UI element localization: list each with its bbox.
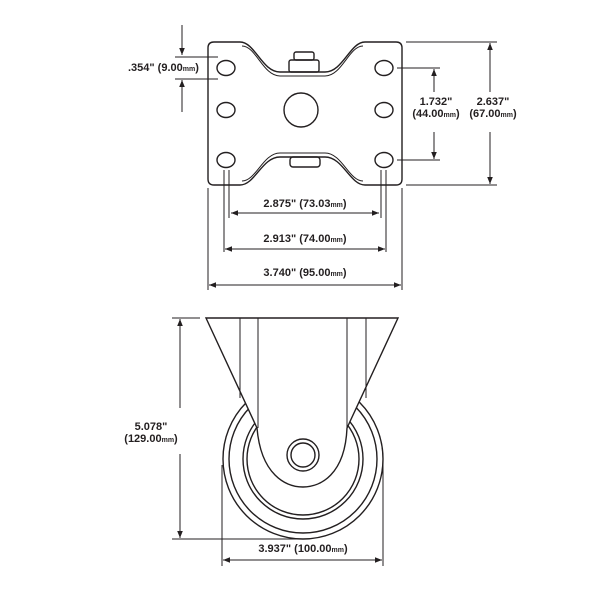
mm-value: 73.03 [302, 198, 331, 210]
caster-dimension-lines [172, 317, 384, 566]
inch-value: 2.875" [263, 198, 297, 210]
unit: mm [161, 437, 175, 444]
plate-height-label: 2.637"(67.00mm) [469, 96, 517, 120]
mm-value: 129.00 [127, 433, 162, 445]
unit: mm [330, 271, 343, 278]
unit: mm [500, 112, 513, 119]
hole-spacing-inner-label: 2.875" (73.03mm) [263, 198, 347, 210]
mm-value: 74.00 [302, 233, 331, 245]
axle-hub [286, 438, 320, 472]
plate-dimension-lines [175, 25, 497, 290]
wheel-dia-label: 3.937" (100.00mm) [258, 543, 348, 555]
inch-value: 3.740" [263, 267, 297, 279]
inch-value: 3.937" [258, 543, 292, 555]
inch-value: 1.732" [419, 96, 453, 108]
inch-value: .354" [128, 62, 155, 74]
unit: mm [443, 112, 456, 119]
unit: mm [330, 202, 343, 209]
mm-value: 67.00 [473, 108, 501, 120]
tab [289, 156, 321, 168]
fork-bracket [204, 317, 400, 488]
center-hole [283, 92, 319, 128]
mm-value: 100.00 [297, 543, 332, 555]
inch-value: 2.637" [476, 96, 510, 108]
hole-spacing-v-label: 1.732"(44.00mm) [412, 96, 460, 120]
nut [288, 59, 320, 73]
hole-spacing-outer-label: 2.913" (74.00mm) [263, 233, 347, 245]
top-plate [207, 41, 403, 186]
unit: mm [182, 66, 196, 73]
hole-dia-label: .354" (9.00mm) [128, 62, 199, 74]
unit: mm [331, 547, 344, 554]
mm-value: 95.00 [302, 267, 331, 279]
inch-value: 5.078" [134, 421, 168, 433]
plate-width-label: 3.740" (95.00mm) [263, 267, 347, 279]
inch-value: 2.913" [263, 233, 297, 245]
overall-height-label: 5.078"(129.00mm) [122, 421, 180, 445]
mm-value: 9.00 [161, 62, 183, 74]
mm-value: 44.00 [416, 108, 444, 120]
unit: mm [330, 237, 343, 244]
